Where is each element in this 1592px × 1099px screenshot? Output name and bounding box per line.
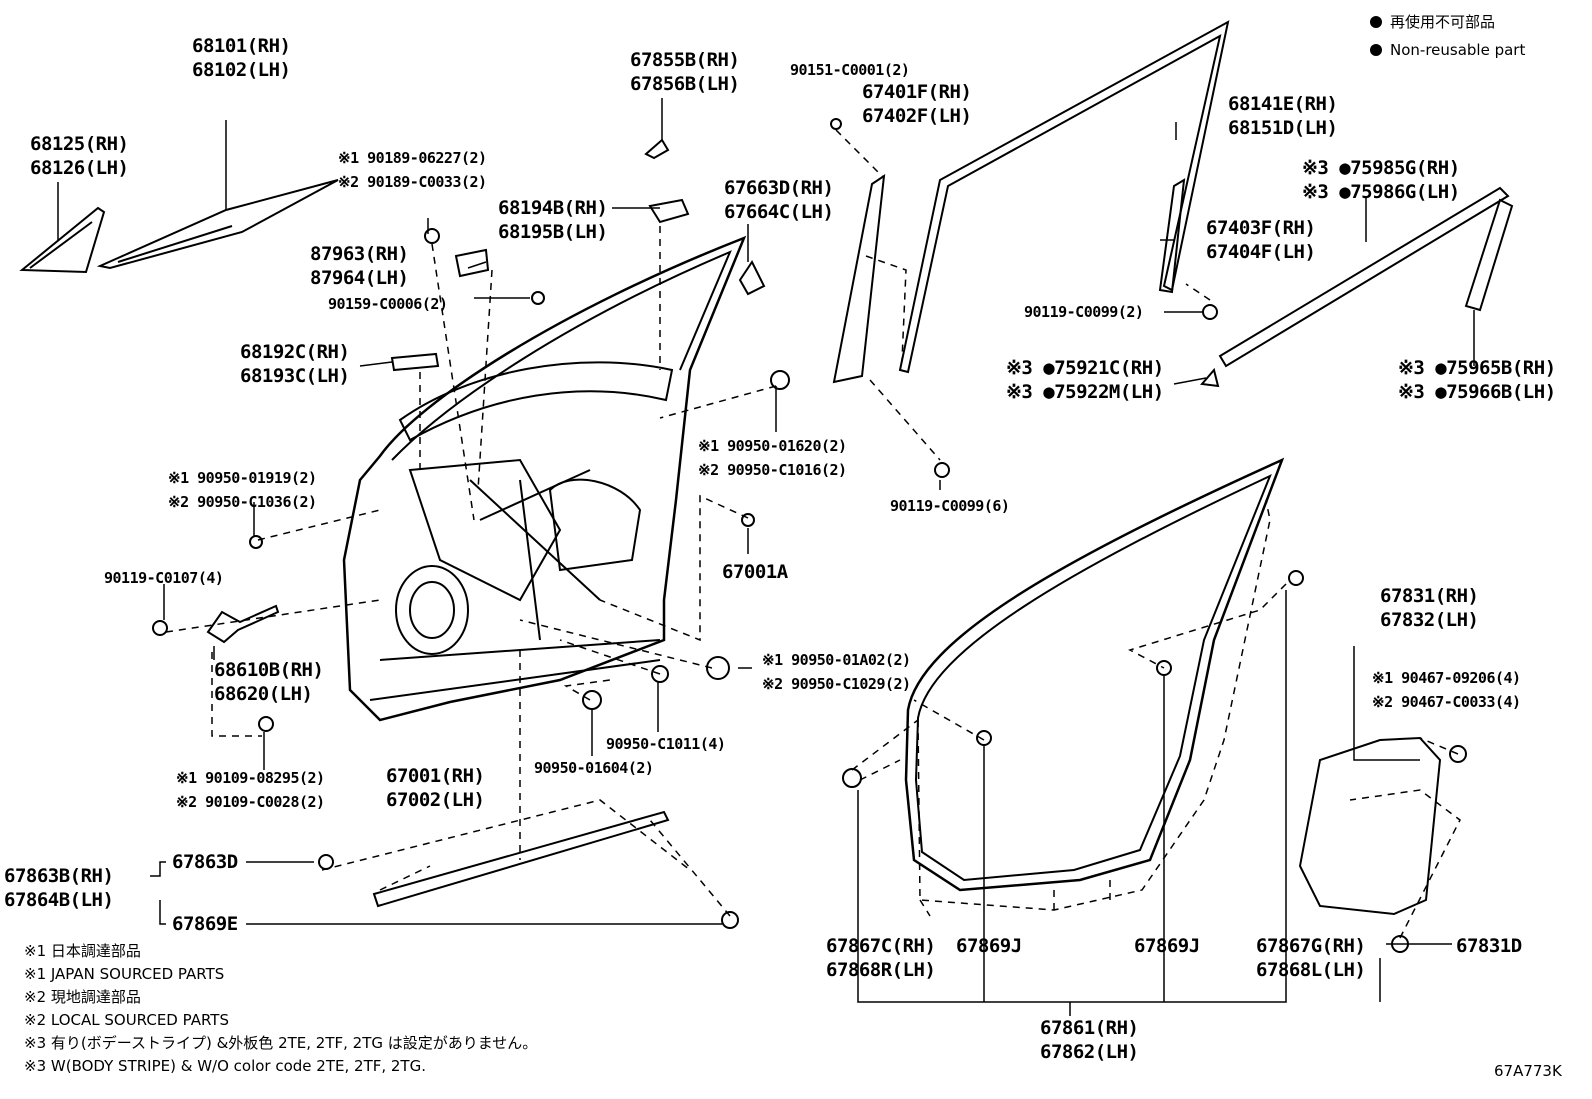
label-door-clip-67001a[interactable]: 67001A bbox=[722, 561, 788, 583]
label-frame-weatherstrip[interactable]: 68141E(RH)68151D(LH) bbox=[1228, 93, 1338, 139]
door-weatherstrip bbox=[904, 457, 1285, 892]
label-hinge-bracket[interactable]: 68194B(RH)68195B(LH) bbox=[498, 197, 608, 243]
label-stripe-75921[interactable]: ※3 ●75921C(RH)※3 ●75922M(LH) bbox=[1006, 357, 1164, 403]
run-channel-front bbox=[832, 173, 886, 384]
label-stripe-75965[interactable]: ※3 ●75965B(RH)※3 ●75966B(LH) bbox=[1398, 357, 1556, 403]
label-clip-67869e[interactable]: 67869E bbox=[172, 913, 238, 935]
label-cover-67831[interactable]: 67831(RH)67832(LH) bbox=[1380, 585, 1479, 631]
label-plug-c1011[interactable]: 90950-C1011(4) bbox=[606, 735, 726, 753]
label-clip-67863d[interactable]: 67863D bbox=[172, 851, 238, 873]
lower-moulding bbox=[372, 810, 670, 908]
label-bolt-90119-c0107[interactable]: 90119-C0107(4) bbox=[104, 569, 224, 587]
label-screw-top[interactable]: 90151-C0001(2) bbox=[790, 61, 910, 79]
label-plug-01620[interactable]: ※1 90950-01620(2)※2 90950-C1016(2) bbox=[698, 437, 847, 479]
label-clip-90189[interactable]: ※1 90189-06227(2)※2 90189-C0033(2) bbox=[338, 149, 487, 191]
label-clip-67869j-a[interactable]: 67869J bbox=[956, 935, 1022, 957]
label-plug-01a02[interactable]: ※1 90950-01A02(2)※2 90950-C1029(2) bbox=[762, 651, 911, 693]
footnote-3-jp: ※3 有り(ボデーストライプ) &外板色 2TE, 2TF, 2TG は設定があ… bbox=[24, 1034, 538, 1052]
label-handle-68192[interactable]: 68192C(RH)68193C(LH) bbox=[240, 341, 350, 387]
run-channel-rear bbox=[1158, 178, 1186, 294]
label-glass[interactable]: 68101(RH)68102(LH) bbox=[192, 35, 291, 81]
label-bracket-top[interactable]: 67855B(RH)67856B(LH) bbox=[630, 49, 740, 95]
legend-en: Non-reusable part bbox=[1370, 38, 1525, 62]
footnote-list: ※1 日本調達部品 ※1 JAPAN SOURCED PARTS ※2 現地調達… bbox=[24, 940, 537, 1078]
label-plug-01604[interactable]: 90950-01604(2) bbox=[534, 759, 654, 777]
drawing-id: 67A773K bbox=[1494, 1062, 1562, 1080]
label-quarter-glass[interactable]: 68125(RH)68126(LH) bbox=[30, 133, 129, 179]
legend-jp: 再使用不可部品 bbox=[1370, 10, 1495, 34]
label-bolt-90159[interactable]: 90159-C0006(2) bbox=[328, 295, 448, 313]
bullet-dot-icon bbox=[1370, 44, 1382, 56]
footnote-3-en: ※3 W(BODY STRIPE) & W/O color code 2TE, … bbox=[24, 1057, 426, 1075]
label-bolt-90119-6[interactable]: 90119-C0099(6) bbox=[890, 497, 1010, 515]
pad-part bbox=[454, 248, 490, 278]
footnote-2-en: ※2 LOCAL SOURCED PARTS bbox=[24, 1011, 229, 1029]
label-check-68610[interactable]: 68610B(RH)68620(LH) bbox=[214, 659, 324, 705]
label-door-panel[interactable]: 67001(RH)67002(LH) bbox=[386, 765, 485, 811]
label-stripe-75985[interactable]: ※3 ●75985G(RH)※3 ●75986G(LH) bbox=[1302, 157, 1460, 203]
footnote-1-en: ※1 JAPAN SOURCED PARTS bbox=[24, 965, 225, 983]
door-glass bbox=[96, 179, 339, 270]
label-plug-01919[interactable]: ※1 90950-01919(2)※2 90950-C1036(2) bbox=[168, 469, 317, 511]
rear-cover bbox=[1298, 736, 1442, 916]
label-clip-90467[interactable]: ※1 90467-09206(4)※2 90467-C0033(4) bbox=[1372, 669, 1521, 711]
check-strap-part bbox=[206, 604, 280, 644]
top-bracket-part bbox=[644, 138, 670, 160]
label-moulding-67863[interactable]: 67863B(RH)67864B(LH) bbox=[4, 865, 114, 911]
label-weatherstrip-67861[interactable]: 67861(RH)67862(LH) bbox=[1040, 1017, 1139, 1063]
label-bolt-90109[interactable]: ※1 90109-08295(2)※2 90109-C0028(2) bbox=[176, 769, 325, 811]
label-pad-87963[interactable]: 87963(RH)87964(LH) bbox=[310, 243, 409, 289]
footnote-1-jp: ※1 日本調達部品 bbox=[24, 942, 141, 960]
stripe-75985 bbox=[1218, 186, 1510, 368]
stripe-75965 bbox=[1464, 198, 1514, 312]
hinge-bracket-part bbox=[648, 198, 690, 224]
label-seal-67867g[interactable]: 67867G(RH)67868L(LH) bbox=[1256, 935, 1366, 981]
door-frame bbox=[342, 235, 747, 722]
label-run-channel-front[interactable]: 67401F(RH)67402F(LH) bbox=[862, 81, 972, 127]
label-run-channel-rear[interactable]: 67403F(RH)67404F(LH) bbox=[1206, 217, 1316, 263]
bullet-dot-icon bbox=[1370, 16, 1382, 28]
cover-67663-part bbox=[738, 260, 766, 296]
frame-weatherstrip bbox=[898, 20, 1230, 374]
label-cover-67663[interactable]: 67663D(RH)67664C(LH) bbox=[724, 177, 834, 223]
label-clip-67831d[interactable]: 67831D bbox=[1456, 935, 1522, 957]
handle-part bbox=[390, 352, 440, 372]
footnote-2-jp: ※2 現地調達部品 bbox=[24, 988, 141, 1006]
label-seal-67867c[interactable]: 67867C(RH)67868R(LH) bbox=[826, 935, 936, 981]
label-clip-67869j-b[interactable]: 67869J bbox=[1134, 935, 1200, 957]
label-bolt-90119-2[interactable]: 90119-C0099(2) bbox=[1024, 303, 1144, 321]
quarter-glass bbox=[19, 206, 106, 274]
